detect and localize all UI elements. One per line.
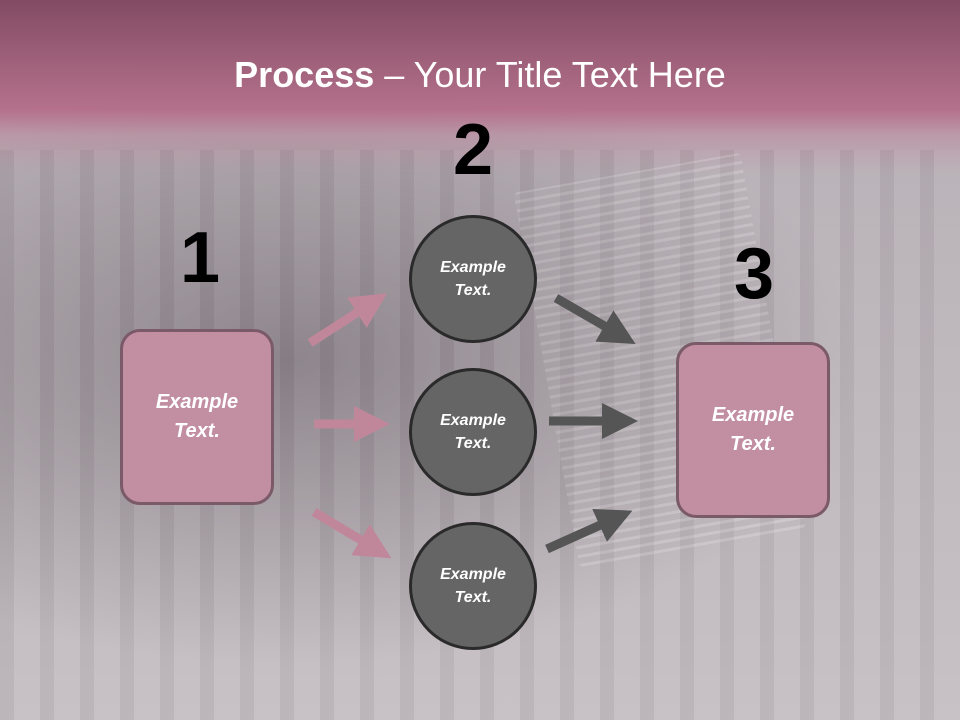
title-strong: Process (234, 54, 375, 95)
step-number-2: 2 (452, 110, 494, 190)
slide-title: Process – Your Title Text Here (0, 54, 960, 96)
circle-bottom[interactable]: Example Text. (409, 522, 537, 650)
circle-middle-label: Example Text. (440, 411, 506, 452)
circle-top-label: Example Text. (440, 258, 506, 299)
circle-middle[interactable]: Example Text. (409, 368, 537, 496)
circle-top[interactable]: Example Text. (409, 215, 537, 343)
arrow-left-to-top (307, 293, 388, 347)
step-number-1: 1 (179, 218, 221, 298)
arrow-left-to-bottom (311, 508, 392, 559)
right-example-box[interactable]: Example Text. (676, 342, 830, 518)
left-box-label: Example Text. (155, 391, 239, 442)
circle-bottom-label: Example Text. (440, 565, 506, 606)
step-number-3: 3 (733, 234, 775, 314)
title-rest: – Your Title Text Here (374, 54, 726, 95)
arrow-top-to-right (553, 294, 636, 345)
arrow-bottom-to-right (545, 508, 633, 554)
left-example-box[interactable]: Example Text. (120, 329, 274, 505)
right-box-label: Example Text. (711, 404, 795, 455)
